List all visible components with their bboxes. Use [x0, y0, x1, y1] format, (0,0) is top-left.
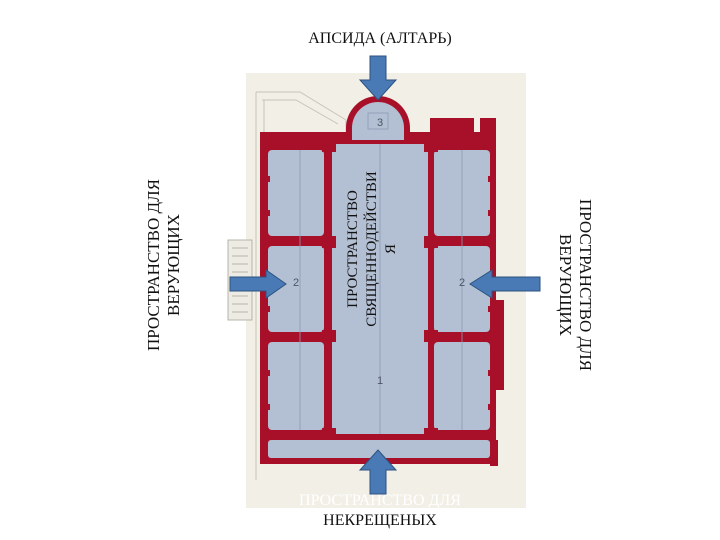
bottom-space-label-line1: ПРОСТРАНСТВО ДЛЯ [299, 492, 461, 509]
center-space-label: ПРОСТРАНСТВО СВЯЩЕННОДЕЙСТВИ Я [345, 171, 399, 327]
plan-number-left-aisle: 2 [293, 277, 299, 289]
arrow-down-icon [358, 55, 398, 101]
column-piers [322, 140, 438, 440]
arrow-up-icon [358, 449, 398, 495]
right-space-label: ПРОСТРАНСТВО ДЛЯ ВЕРУЮЩИХ [556, 198, 595, 372]
plan-number-nave: 1 [377, 375, 383, 387]
left-space-label: ПРОСТРАНСТВО ДЛЯ ВЕРУЮЩИХ [144, 178, 183, 352]
arrow-left-icon [469, 269, 541, 299]
bottom-space-label-line2: НЕКРЕЩЕНЫХ [323, 512, 437, 529]
apse-label: АПСИДА (АЛТАРЬ) [308, 30, 452, 47]
plan-number-right-aisle: 2 [459, 277, 465, 289]
arrow-right-icon [229, 269, 287, 299]
interior-lines [299, 112, 463, 434]
plan-number-apse: 3 [377, 117, 383, 129]
